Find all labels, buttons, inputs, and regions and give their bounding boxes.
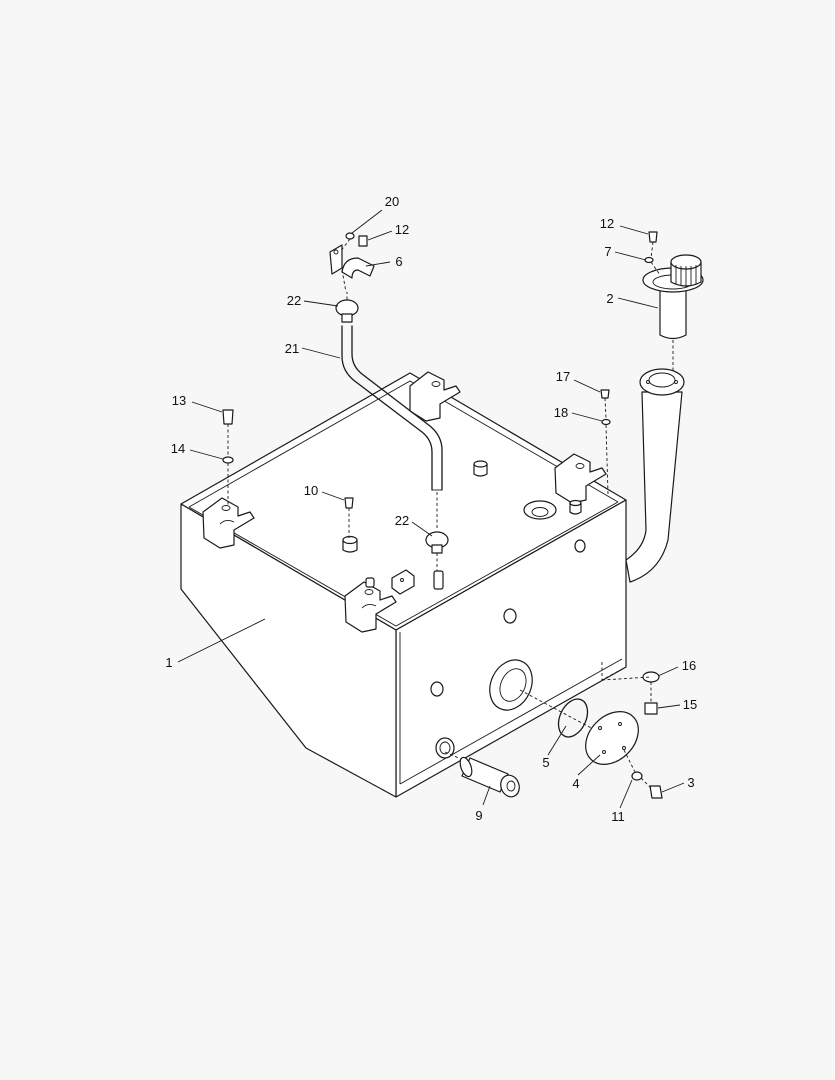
callout-9: 9 [475, 808, 482, 823]
callout-21: 21 [285, 341, 299, 356]
callout-13: 13 [172, 393, 186, 408]
callout-1: 1 [165, 655, 172, 670]
callout-10: 10 [304, 483, 318, 498]
callout-22-bottom: 22 [395, 513, 409, 528]
callout-3: 3 [687, 775, 694, 790]
callout-11: 11 [611, 809, 625, 824]
top-fittings [342, 460, 582, 595]
front-ports [430, 539, 627, 759]
filler-neck [625, 368, 685, 583]
callout-22-top: 22 [287, 293, 301, 308]
callout-17: 17 [556, 369, 570, 384]
inspection-cover [519, 689, 663, 799]
callout-15: 15 [683, 697, 697, 712]
leader-lines [177, 209, 685, 809]
vent-bracket [329, 244, 375, 293]
bracket-front [344, 581, 397, 633]
hose-clamp-top [335, 299, 359, 323]
callout-14: 14 [171, 441, 185, 456]
callout-18: 18 [554, 405, 568, 420]
callout-16: 16 [682, 658, 696, 673]
callout-12: 12 [395, 222, 409, 237]
drain-pipe [444, 751, 520, 798]
callout-5: 5 [542, 755, 549, 770]
bracket-back [409, 371, 461, 422]
callout-20: 20 [385, 194, 399, 209]
callout-7: 7 [604, 244, 611, 259]
callout-labels: 20 12 6 12 7 2 22 21 17 18 13 14 10 22 1… [165, 194, 697, 824]
callout-6: 6 [395, 254, 402, 269]
callout-12-top-right: 12 [600, 216, 614, 231]
callout-4: 4 [572, 776, 579, 791]
bracket-right [554, 453, 607, 504]
bracket-left [202, 497, 255, 549]
callout-2: 2 [606, 291, 613, 306]
filler-tube [642, 254, 704, 372]
